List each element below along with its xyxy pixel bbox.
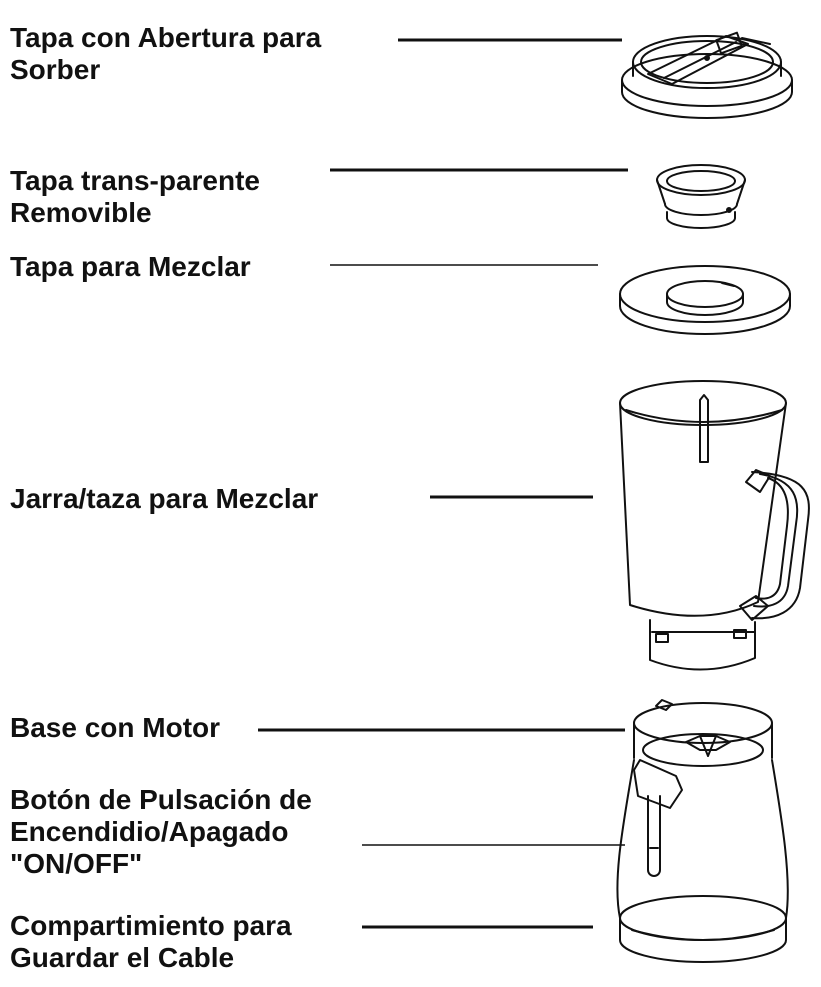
label-motor-base: Base con Motor	[10, 712, 220, 744]
label-removable-cap: Tapa trans-parente Removible	[10, 165, 260, 229]
label-line: Jarra/taza para Mezclar	[10, 483, 319, 514]
label-sip-lid: Tapa con Abertura para Sorber	[10, 22, 321, 86]
label-line: Botón de Pulsación de	[10, 784, 312, 815]
label-line: Removible	[10, 197, 152, 228]
label-line: "ON/OFF"	[10, 848, 143, 879]
label-onoff-button: Botón de Pulsación de Encendidio/Apagado…	[10, 784, 312, 880]
sip-lid-drawing	[621, 31, 793, 119]
label-line: Tapa con Abertura para	[10, 22, 322, 53]
label-line: Compartimiento para	[10, 910, 292, 941]
label-line: Encendidio/Apagado	[10, 816, 289, 847]
label-blending-lid: Tapa para Mezclar	[10, 251, 251, 283]
label-line: Tapa para Mezclar	[10, 251, 251, 282]
label-cord-storage: Compartimiento para Guardar el Cable	[10, 910, 292, 974]
blending-jar-drawing	[619, 380, 810, 671]
blending-lid-drawing	[619, 265, 791, 335]
removable-cap-drawing	[656, 164, 746, 229]
label-line: Base con Motor	[10, 712, 221, 743]
label-blending-jar: Jarra/taza para Mezclar	[10, 483, 318, 515]
label-line: Guardar el Cable	[10, 942, 235, 973]
motor-base-drawing	[616, 699, 789, 963]
label-line: Tapa trans-parente	[10, 165, 260, 196]
label-line: Sorber	[10, 54, 101, 85]
leader-lines	[258, 38, 628, 929]
